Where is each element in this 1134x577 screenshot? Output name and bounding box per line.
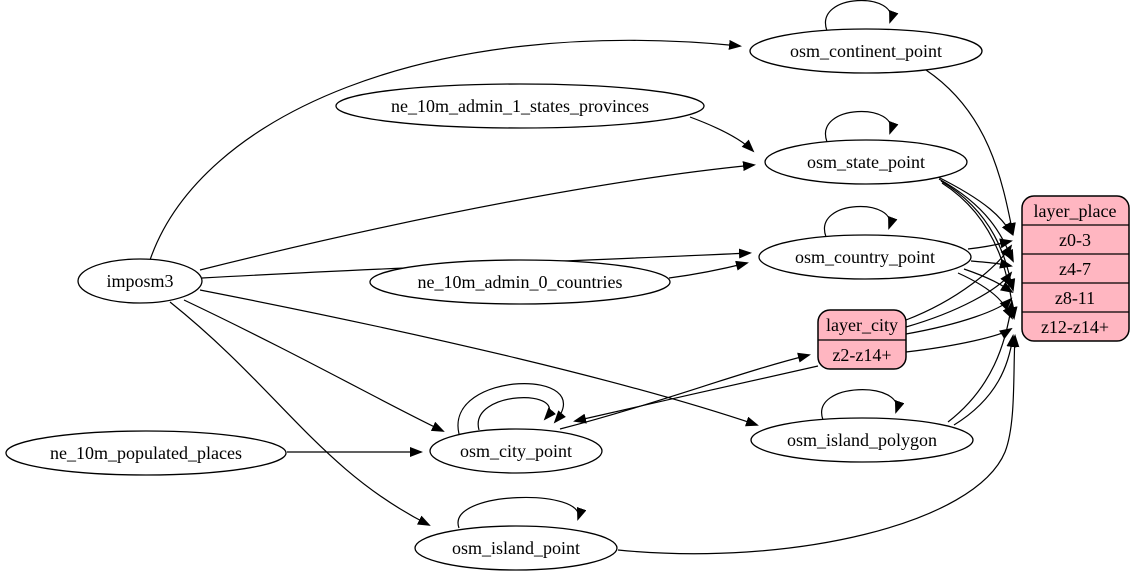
- node-osm_state_point-label: osm_state_point: [807, 152, 925, 172]
- node-imposm3-label: imposm3: [106, 271, 173, 291]
- record-layer_place-row-z12-z14: z12-z14+: [1041, 317, 1109, 337]
- edge-osm_state_point-layer_place-z0-3: [935, 175, 1014, 236]
- edge-layer_city-layer_place-z8-11: [905, 297, 1013, 335]
- record-layer_place: layer_place z0-3 z4-7 z8-11 z12-z14+: [1021, 195, 1130, 342]
- edge-imposm3-osm_continent_point: [149, 39, 742, 261]
- node-osm_country_point-shape: [758, 234, 972, 280]
- edge-layer_city-layer_place-z0-3: [905, 244, 1013, 321]
- record-layer_place-row-z0-3: z0-3: [1059, 230, 1091, 250]
- edge-imposm3-osm_island_polygon: [199, 289, 759, 427]
- edge-layer_city-osm_city_point: [573, 365, 819, 424]
- node-osm_state_point-shape: [764, 139, 968, 185]
- node-ne_10m_populated_places: ne_10m_populated_places: [5, 430, 287, 476]
- edge-imposm3-osm_state_point: [199, 161, 756, 271]
- node-osm_city_point: osm_city_point: [429, 428, 603, 474]
- node-ne_10m_admin_0_countries: ne_10m_admin_0_countries: [369, 259, 671, 305]
- node-ne_10m_populated_places-shape: [5, 430, 287, 476]
- node-osm_island_point: osm_island_point: [414, 525, 618, 571]
- record-layer_place-row-z4-7: z4-7: [1059, 259, 1091, 279]
- self-loop-osm_country_point: [823, 205, 898, 238]
- edge-imposm3-osm_island_point: [169, 301, 431, 526]
- edge-osm_country_point-layer_place-z8-11: [963, 268, 1014, 294]
- node-osm_country_point-label: osm_country_point: [795, 247, 935, 267]
- edge-layer: [149, 0, 1020, 555]
- node-osm_city_point-shape: [429, 428, 603, 474]
- node-ne_10m_admin_1_states_provinces: ne_10m_admin_1_states_provinces: [335, 83, 705, 129]
- self-loop-osm_continent_point: [824, 0, 899, 32]
- edge-osm_country_point-layer_place-z0-3: [967, 238, 1013, 250]
- edge-layer_city-layer_place-z12-z14: [905, 327, 1013, 353]
- node-osm_island_polygon-label: osm_island_polygon: [787, 430, 937, 450]
- node-osm_country_point: osm_country_point: [758, 234, 972, 280]
- node-ne_10m_admin_0_countries-label: ne_10m_admin_0_countries: [418, 272, 623, 292]
- node-osm_island_point-label: osm_island_point: [452, 538, 580, 558]
- edge-osm_city_point-layer_city-z2-z14: [559, 352, 811, 430]
- node-osm_island_polygon: osm_island_polygon: [750, 417, 974, 463]
- node-osm_continent_point-label: osm_continent_point: [790, 41, 942, 61]
- node-ne_10m_admin_1_states_provinces-shape: [335, 83, 705, 129]
- self-loop-osm_state_point: [824, 110, 899, 143]
- node-imposm3: imposm3: [77, 258, 203, 304]
- node-osm_city_point-label: osm_city_point: [460, 441, 572, 461]
- edge-osm_island_polygon-layer_place-z8-11: [947, 300, 1016, 423]
- self-loop-osm_island_point: [457, 496, 587, 529]
- record-layer_place-shape: [1021, 195, 1130, 342]
- record-layer_place-row-z8-11: z8-11: [1055, 288, 1095, 308]
- self-loop-inner-osm_city_point: [477, 397, 556, 431]
- edge-osm_island_point-layer_place-z12-z14: [617, 334, 1020, 555]
- node-osm_continent_point-shape: [749, 28, 983, 74]
- node-ne_10m_admin_0_countries-shape: [369, 259, 671, 305]
- node-ne_10m_populated_places-label: ne_10m_populated_places: [50, 443, 242, 463]
- node-osm_continent_point: osm_continent_point: [749, 28, 983, 74]
- edge-ne_10m_admin_0_countries-osm_country_point: [668, 260, 749, 279]
- record-layer_city-row-z2-z14: z2-z14+: [832, 345, 891, 365]
- edge-layer_city-layer_place-z4-7: [905, 271, 1013, 328]
- record-layer_place-title: layer_place: [1034, 201, 1117, 221]
- edge-imposm3-osm_city_point: [183, 299, 445, 432]
- edge-osm_continent_point-layer_place-z0-3: [925, 69, 1016, 236]
- record-layer_city-title: layer_city: [826, 315, 898, 335]
- node-imposm3-shape: [77, 258, 203, 304]
- record-layer_city: layer_city z2-z14+: [817, 309, 907, 370]
- self-loop-osm_island_polygon: [821, 389, 905, 421]
- node-osm_island_polygon-shape: [750, 417, 974, 463]
- node-osm_state_point: osm_state_point: [764, 139, 968, 185]
- node-osm_island_point-shape: [414, 525, 618, 571]
- edge-osm_island_polygon-layer_place-z12-z14: [953, 334, 1017, 426]
- node-ne_10m_admin_1_states_provinces-label: ne_10m_admin_1_states_provinces: [391, 96, 649, 116]
- self-loop-outer-osm_city_point: [457, 383, 566, 435]
- edge-ne_10m_admin_1_states_provinces-osm_state_point: [689, 116, 755, 153]
